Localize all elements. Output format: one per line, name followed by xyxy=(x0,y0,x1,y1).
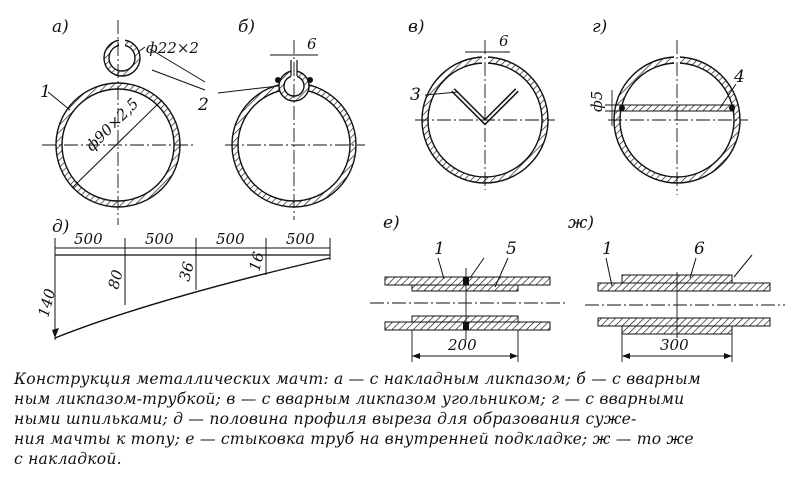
tube-main-dim: ф90×2,5 xyxy=(82,95,142,155)
profile-segment-3: 500 xyxy=(216,230,245,248)
figure-g-label: г) xyxy=(592,17,607,37)
part-1-label-e: 1 xyxy=(434,239,445,259)
figure-d-taper-profile xyxy=(52,238,331,340)
figure-v-label: в) xyxy=(408,17,425,37)
mast-construction-figure: а) ф22×2 ф90×2,5 1 2 б) 6 в) 6 3 xyxy=(34,17,785,362)
figure-e-label: е) xyxy=(383,213,400,233)
part-3-label: 3 xyxy=(410,85,421,105)
figure-zh-label: ж) xyxy=(568,213,594,233)
figure-b-label: б) xyxy=(238,17,255,37)
figure-d-label: д) xyxy=(52,217,69,237)
sleeve-length-dim: 300 xyxy=(660,336,689,354)
figure-a-overlay-slot xyxy=(42,20,206,225)
profile-depth-36: 36 xyxy=(175,259,197,283)
figure-zh-outer-sleeve-joint xyxy=(585,254,785,362)
slot-width-b-dim: 6 xyxy=(307,35,317,53)
profile-segment-4: 500 xyxy=(286,230,315,248)
figure-caption: Конструкция металлических мачт: а — с на… xyxy=(14,369,784,469)
part-6-label: 6 xyxy=(694,239,705,259)
stud-gap-dim: ф5 xyxy=(588,91,606,112)
part-1-label-zh: 1 xyxy=(602,239,613,259)
figure-v-welded-angle-slot xyxy=(415,40,555,190)
profile-depth-140: 140 xyxy=(34,286,59,319)
figure-g-welded-studs xyxy=(605,40,748,195)
part-4-label: 4 xyxy=(733,67,745,87)
tube-small-dim: ф22×2 xyxy=(146,39,199,57)
profile-depth-16: 16 xyxy=(245,249,267,273)
caption-line-2: ным ликпазом-трубкой; в — с вварным ликп… xyxy=(14,390,685,408)
figure-b-welded-tube-slot xyxy=(217,40,365,220)
part-1-label-a: 1 xyxy=(40,82,51,102)
caption-line-5: с накладкой. xyxy=(14,450,122,468)
caption-line-1: Конструкция металлических мачт: а — с на… xyxy=(14,370,701,388)
liner-length-dim: 200 xyxy=(447,336,477,354)
figure-a-label: а) xyxy=(52,17,69,37)
part-5-label: 5 xyxy=(506,239,517,259)
part-2-label: 2 xyxy=(197,95,209,115)
figure-e-inner-liner-joint xyxy=(370,257,565,362)
profile-segment-2: 500 xyxy=(145,230,174,248)
profile-depth-80: 80 xyxy=(104,267,126,291)
caption-line-3: ными шпильками; д — половина профиля выр… xyxy=(14,410,637,428)
slot-width-v-dim: 6 xyxy=(499,32,509,50)
caption-line-4: ния мачты к топу; е — стыковка труб на в… xyxy=(14,430,694,448)
profile-segment-1: 500 xyxy=(74,230,103,248)
